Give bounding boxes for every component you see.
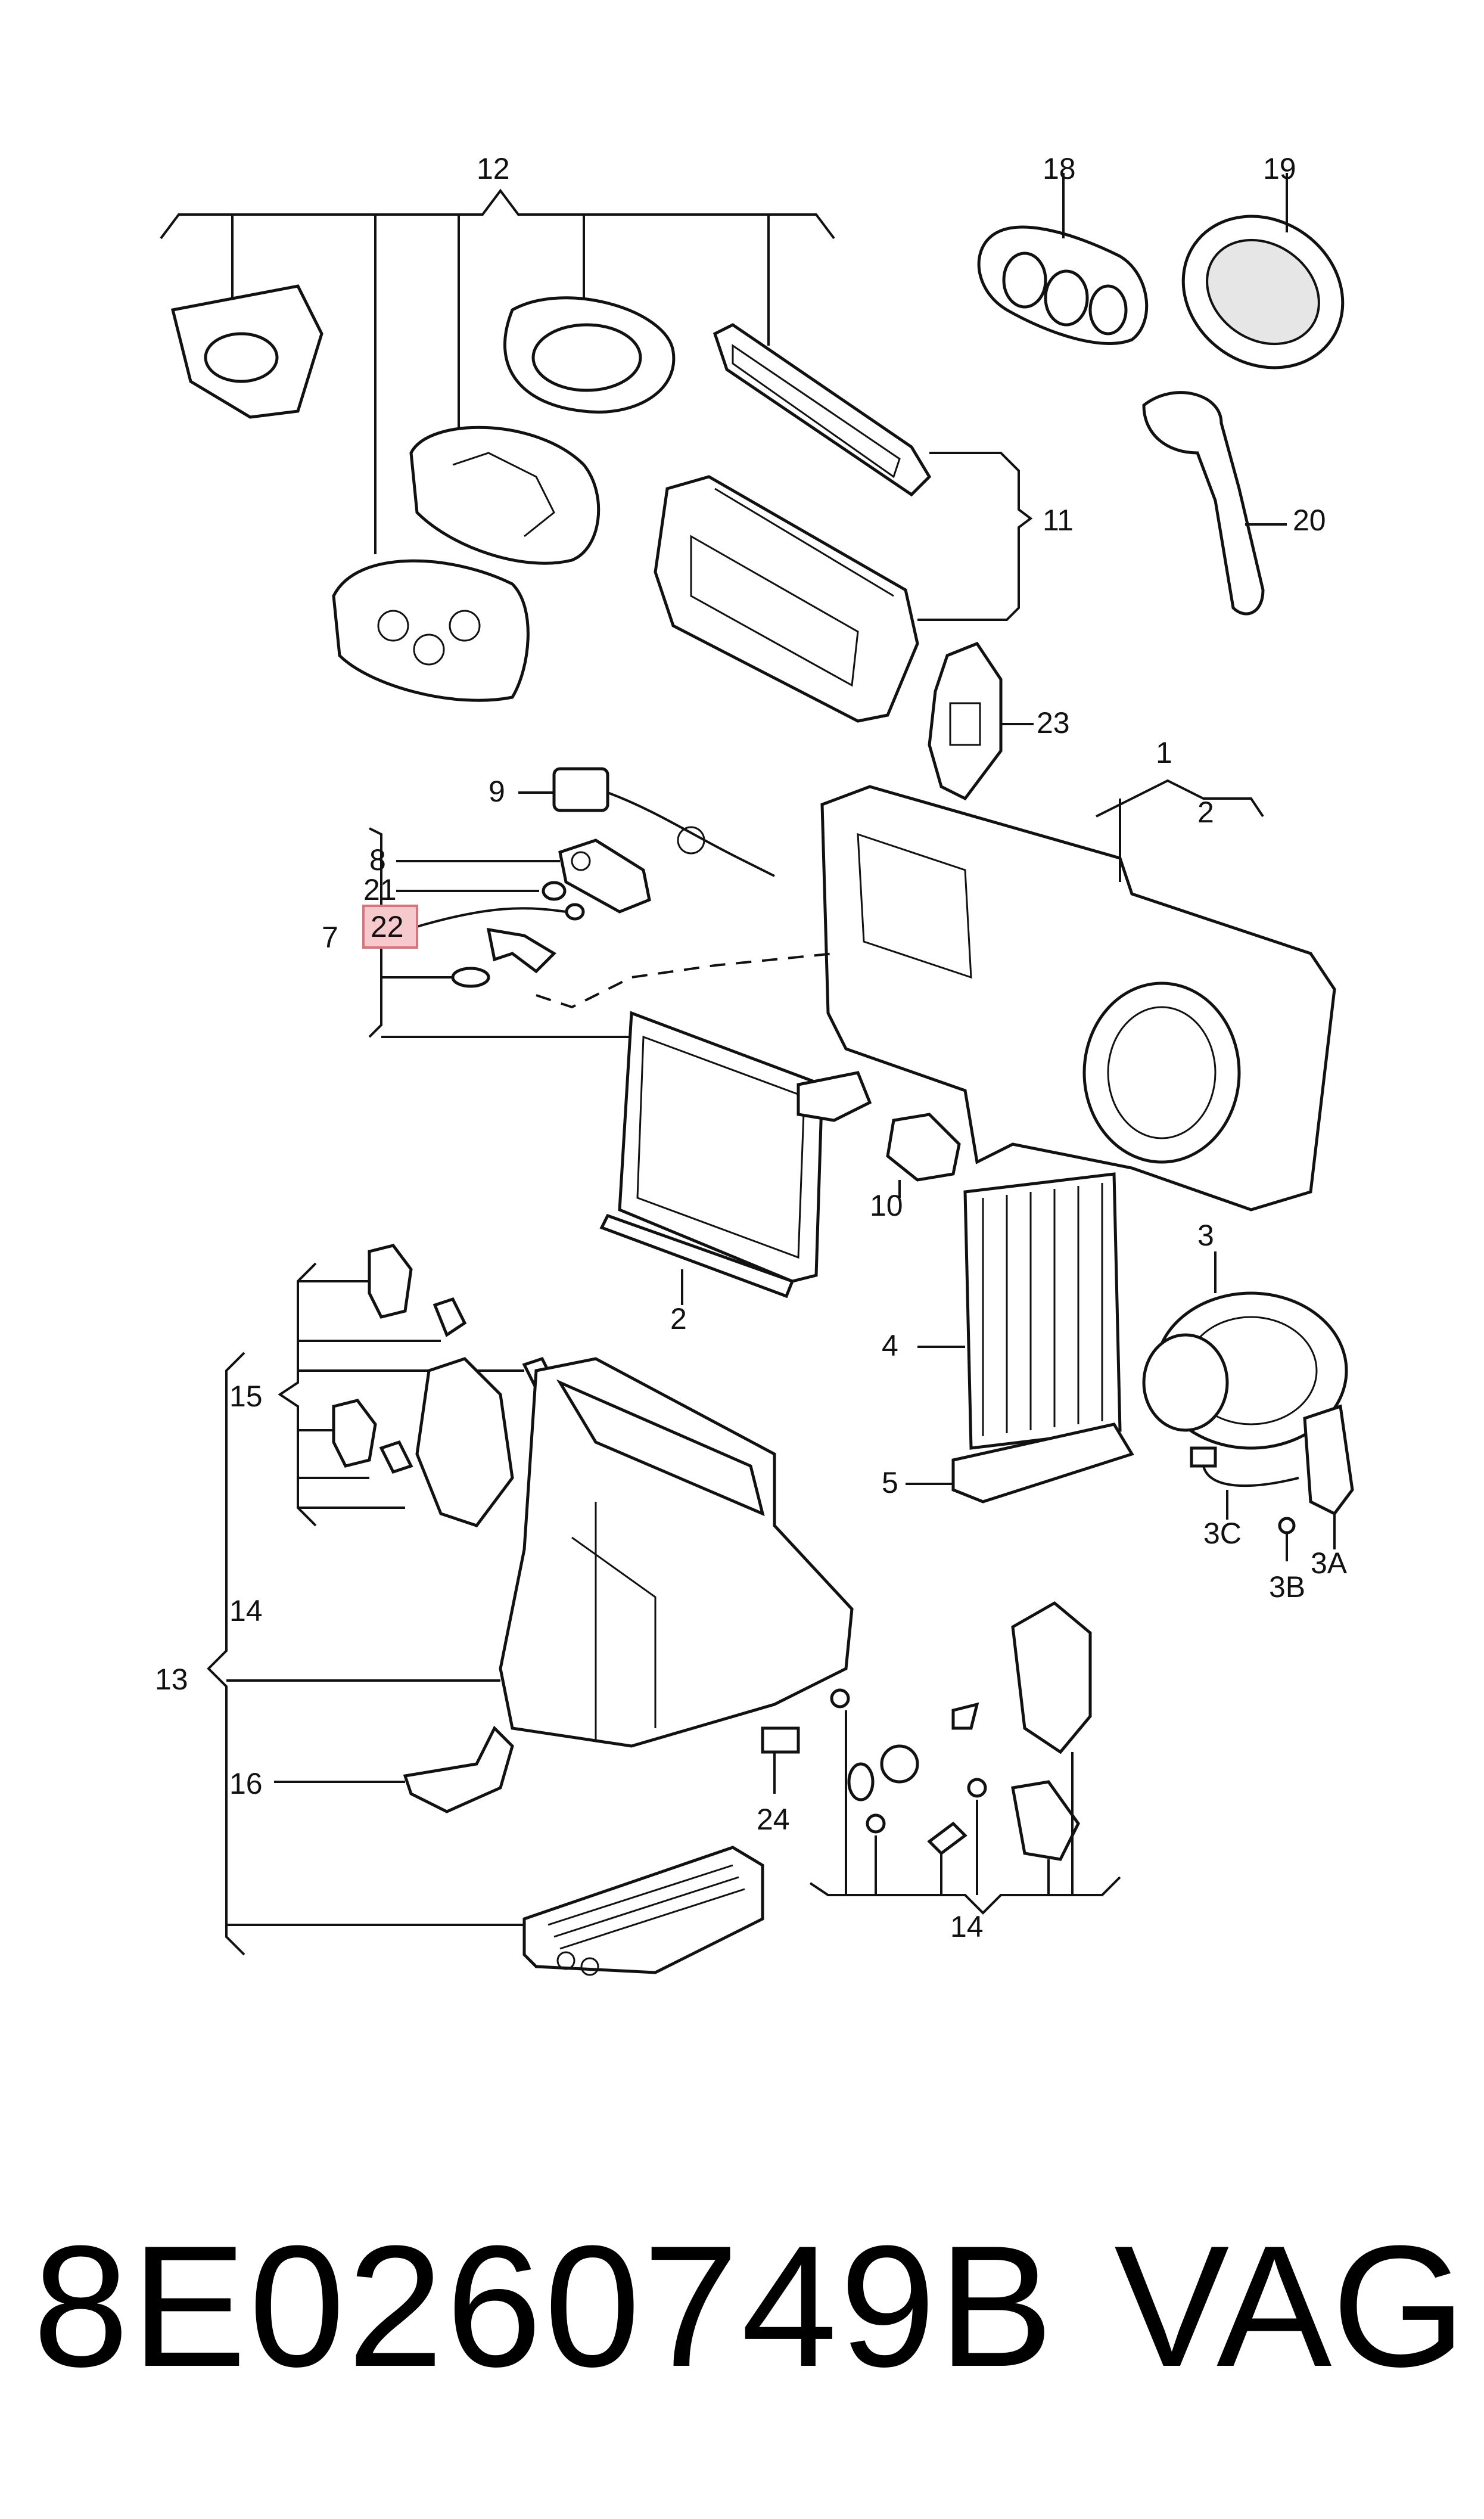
gasket-oval-left xyxy=(170,284,323,419)
housing-11 xyxy=(654,475,919,723)
part-number: 8E0260749B xyxy=(33,2210,1056,2403)
seal-block-12 xyxy=(332,559,530,702)
o-ring-21 xyxy=(542,881,567,901)
bracket-23 xyxy=(928,641,1003,801)
callout-2-evaporator[interactable]: 2 xyxy=(670,1302,687,1335)
seal-flap-12 xyxy=(409,425,601,565)
evaporator-2 xyxy=(618,1011,872,1283)
sensor-10 xyxy=(886,1113,961,1182)
callout-21[interactable]: 21 xyxy=(363,873,397,906)
callout-15[interactable]: 15 xyxy=(229,1380,263,1413)
seal-18 xyxy=(977,225,1149,345)
callout-12[interactable]: 12 xyxy=(477,152,510,185)
callout-14-left[interactable]: 14 xyxy=(229,1594,263,1627)
bracket-7 xyxy=(451,927,557,988)
callout-24[interactable]: 24 xyxy=(757,1803,790,1836)
filter-4 xyxy=(963,1172,1122,1450)
highlight-box-22 xyxy=(362,905,418,949)
exploded-parts-diagram: 12 18 19 11 20 23 1 2 9 8 21 22 7 10 3 2… xyxy=(155,152,1354,1976)
seal-19 xyxy=(1181,215,1345,369)
connector-24 xyxy=(761,1726,800,1754)
main-housing-1 xyxy=(820,785,1336,1212)
callout-16[interactable]: 16 xyxy=(229,1767,263,1800)
clips-15 xyxy=(332,1244,556,1527)
callout-7[interactable]: 7 xyxy=(322,921,338,954)
bracket-12 xyxy=(160,188,835,554)
regulator-3a xyxy=(1303,1404,1354,1516)
o-ring-22 xyxy=(565,903,585,921)
callout-3[interactable]: 3 xyxy=(1197,1219,1214,1252)
callout-19[interactable]: 19 xyxy=(1263,152,1296,185)
expansion-valve-8 xyxy=(558,838,651,914)
harness-3c xyxy=(1190,1446,1299,1487)
parts-14 xyxy=(830,1601,1092,1861)
clip-16 xyxy=(403,1725,514,1813)
callout-3c[interactable]: 3C xyxy=(1203,1517,1242,1550)
callout-3b[interactable]: 3B xyxy=(1269,1570,1305,1604)
callout-23[interactable]: 23 xyxy=(1037,706,1070,740)
screw-3b xyxy=(1278,1517,1296,1561)
sensor-9 xyxy=(552,767,775,877)
callout-5[interactable]: 5 xyxy=(882,1466,898,1499)
gasket-ring-center xyxy=(503,296,676,414)
callout-22[interactable]: 22 xyxy=(371,910,404,943)
bracket-11 xyxy=(917,452,1033,621)
callout-8[interactable]: 8 xyxy=(369,843,386,877)
callout-1[interactable]: 1 xyxy=(1156,736,1172,769)
callout-18[interactable]: 18 xyxy=(1043,152,1076,185)
callout-14-bottom[interactable]: 14 xyxy=(950,1910,984,1943)
blower-3 xyxy=(1142,1291,1348,1450)
callout-20[interactable]: 20 xyxy=(1293,504,1326,537)
hose-20 xyxy=(1142,391,1265,616)
callout-10[interactable]: 10 xyxy=(870,1189,903,1222)
gasket-frame-right xyxy=(713,323,932,497)
callout-3a[interactable]: 3A xyxy=(1311,1546,1348,1580)
callout-13[interactable]: 13 xyxy=(155,1663,188,1696)
brand-label: VAG xyxy=(1114,2210,1466,2403)
heater-housing-13 xyxy=(499,1357,854,1748)
callout-2-top[interactable]: 2 xyxy=(1197,796,1214,829)
callout-11[interactable]: 11 xyxy=(1043,504,1074,537)
callout-9[interactable]: 9 xyxy=(489,775,505,808)
heater-core xyxy=(522,1846,764,1976)
callout-4[interactable]: 4 xyxy=(882,1329,898,1362)
